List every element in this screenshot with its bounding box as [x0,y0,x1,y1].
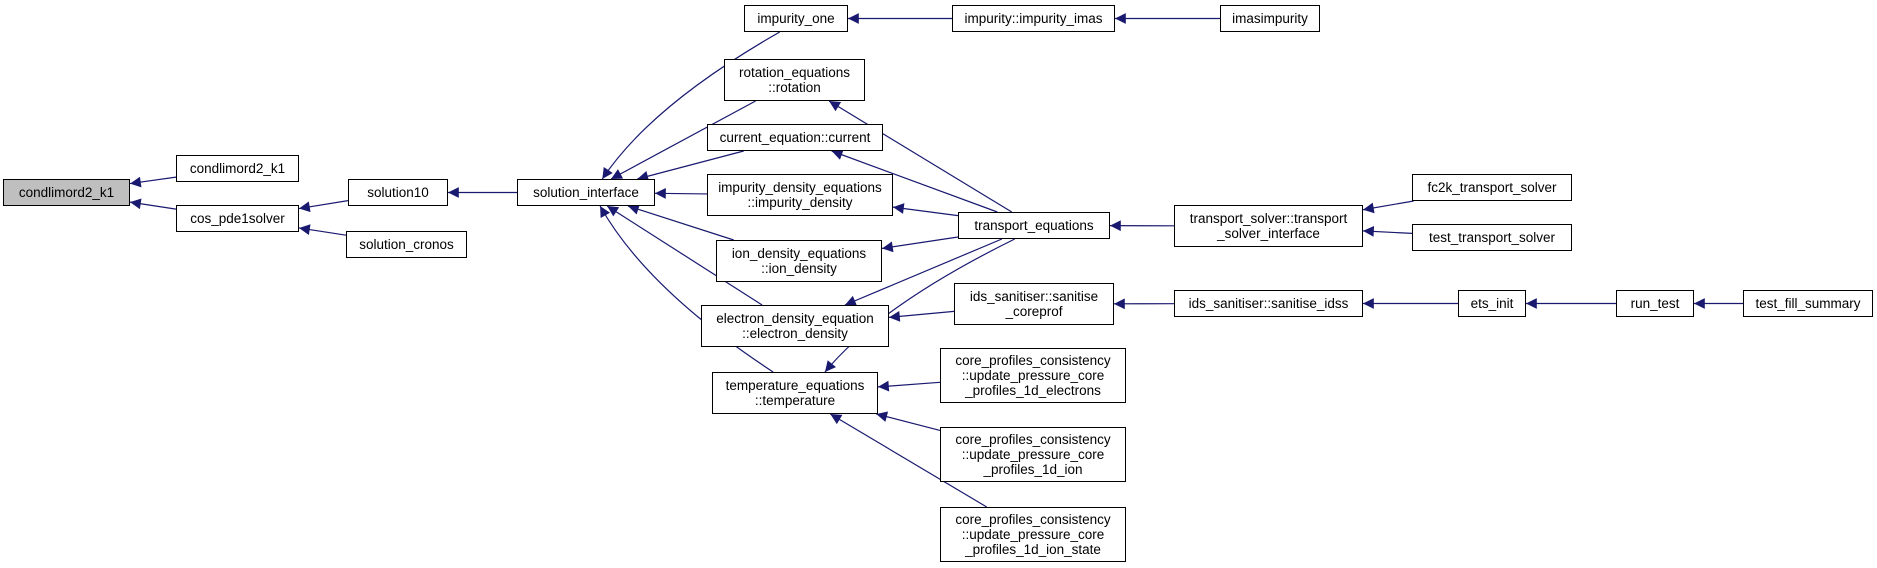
node-transport-equations[interactable]: transport_equations [958,212,1110,239]
node-label-line: ids_sanitiser::sanitise [969,289,1099,304]
edge-condlimord2_k1-to-condlimord2_k1_root [129,176,177,188]
edge-impurity_density-to-solution_interface [654,188,708,199]
edge-rotation-to-solution_interface [610,100,756,180]
node-label-line: ::temperature [754,393,836,408]
node-impurity-density[interactable]: impurity_density_equations::impurity_den… [707,174,893,216]
node-electron-density[interactable]: electron_density_equation::electron_dens… [701,305,889,347]
edge-fc2k_transport_solver-to-transport_solver_interface [1362,200,1414,214]
edge-transport_equations-to-temperature [824,238,1016,373]
node-label-line: ets_init [1470,296,1514,311]
node-label-line: _profiles_1d_ion [983,462,1083,477]
node-label-line: test_fill_summary [1755,296,1861,311]
edge-transport_equations-to-impurity_density [892,203,959,217]
node-label-line: ion_density_equations [731,246,867,261]
node-current[interactable]: current_equation::current [707,124,883,151]
node-label-line: electron_density_equation [716,311,874,326]
node-label-line: condlimord2_k1 [189,161,286,176]
edge-cpc_ion-to-temperature [876,411,941,432]
node-fc2k-transport-solver[interactable]: fc2k_transport_solver [1412,174,1572,201]
node-solution-interface[interactable]: solution_interface [517,179,655,206]
node-label-line: imasimpurity [1232,11,1308,26]
node-run-test[interactable]: run_test [1616,290,1694,317]
node-label-line: ::rotation [768,80,821,95]
node-label-line: impurity::impurity_imas [964,11,1103,26]
edge-cpc_ion_state-to-temperature [830,413,988,508]
node-test-transport-solver[interactable]: test_transport_solver [1412,224,1572,251]
edge-ion_density-to-solution_interface [627,204,734,241]
node-label-line: transport_equations [974,218,1094,233]
node-cos-pde1solver[interactable]: cos_pde1solver [176,205,299,232]
node-impurity-one[interactable]: impurity_one [744,5,848,32]
node-label-line: ::ion_density [761,261,837,276]
node-rotation[interactable]: rotation_equations::rotation [724,59,865,101]
node-label-line: _profiles_1d_electrons [965,383,1101,398]
node-solution10[interactable]: solution10 [348,179,448,206]
node-ets-init[interactable]: ets_init [1458,290,1526,317]
edge-cos_pde1solver-to-condlimord2_k1_root [129,198,177,210]
node-label-line: test_transport_solver [1428,230,1556,245]
node-temperature[interactable]: temperature_equations::temperature [712,372,878,414]
node-label-line: rotation_equations [738,65,851,80]
node-label-line: impurity_one [757,11,835,26]
node-label-line: ::update_pressure_core [961,527,1105,542]
node-solution-cronos[interactable]: solution_cronos [346,231,467,258]
node-label-line: transport_solver::transport [1189,211,1348,226]
node-sanitise-coreprof[interactable]: ids_sanitiser::sanitise_coreprof [954,283,1114,325]
node-label-line: ids_sanitiser::sanitise_idss [1188,296,1349,311]
node-label-line: solution_cronos [359,237,454,252]
edge-cpc_electrons-to-temperature [877,380,941,392]
node-label-line: _profiles_1d_ion_state [965,542,1101,557]
node-label-line: ::update_pressure_core [961,447,1105,462]
node-label-line: core_profiles_consistency [955,512,1111,527]
node-label-line: temperature_equations [725,378,865,393]
edge-test_transport_solver-to-transport_solver_interface [1362,226,1413,237]
edge-transport_equations-to-ion_density [881,236,959,253]
edge-solution_cronos-to-cos_pde1solver [298,224,347,236]
node-label-line: run_test [1630,296,1680,311]
node-cpc-ion-state[interactable]: core_profiles_consistency::update_pressu… [940,507,1126,562]
node-label-line: ::impurity_density [747,195,853,210]
node-label-line: solution_interface [533,185,639,200]
edge-sanitise_coreprof-to-electron_density [888,310,955,322]
node-transport-solver-interface[interactable]: transport_solver::transport_solver_inter… [1174,205,1363,247]
edge-transport_equations-to-electron_density [844,238,1003,306]
node-imasimpurity[interactable]: imasimpurity [1220,5,1320,32]
node-label-line: fc2k_transport_solver [1427,180,1557,195]
edge-temperature-to-solution_interface [599,205,774,373]
node-label-line: core_profiles_consistency [955,432,1111,447]
node-test-fill-summary[interactable]: test_fill_summary [1743,290,1873,317]
edge-electron_density-to-solution_interface [606,205,763,306]
node-label-line: core_profiles_consistency [955,353,1111,368]
edge-transport_equations-to-current [831,149,998,213]
node-label-line: impurity_density_equations [718,180,882,195]
edge-current-to-solution_interface [637,150,744,182]
node-label-line: solution10 [367,185,429,200]
node-sanitise-idss[interactable]: ids_sanitiser::sanitise_idss [1174,290,1363,317]
node-label-line: ::electron_density [742,326,848,341]
node-cpc-ion[interactable]: core_profiles_consistency::update_pressu… [940,427,1126,482]
node-condlimord2-k1-root: condlimord2_k1 [3,179,130,206]
node-label-line: _coreprof [1005,304,1063,319]
node-label-line: _solver_interface [1217,226,1320,241]
node-label-line: ::update_pressure_core [961,368,1105,383]
edge-impurity_one-to-solution_interface [601,31,781,180]
edge-transport_equations-to-rotation [828,100,1013,213]
node-condlimord2-k1[interactable]: condlimord2_k1 [176,155,299,182]
edge-solution10-to-cos_pde1solver [298,200,349,213]
node-impurity-imas[interactable]: impurity::impurity_imas [952,5,1115,32]
node-label-line: current_equation::current [719,130,871,145]
node-label-line: cos_pde1solver [190,211,285,226]
node-label-line: condlimord2_k1 [18,185,115,200]
node-cpc-electrons[interactable]: core_profiles_consistency::update_pressu… [940,348,1126,403]
node-ion-density[interactable]: ion_density_equations::ion_density [716,240,882,282]
